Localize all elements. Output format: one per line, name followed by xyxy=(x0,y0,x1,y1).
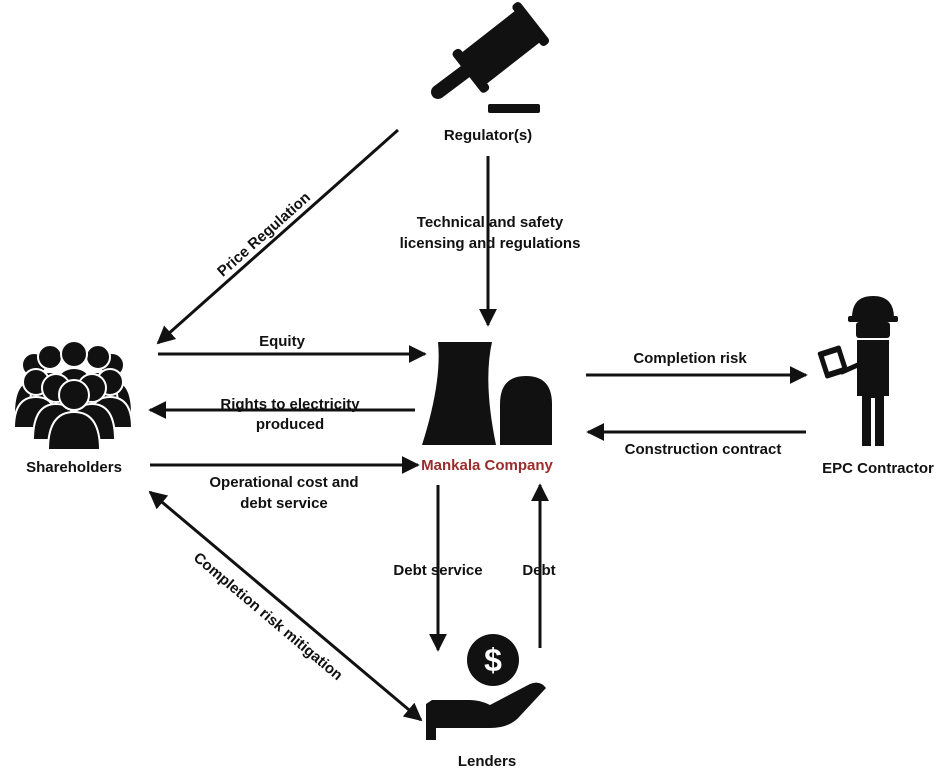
nuclear-plant-icon xyxy=(422,342,552,445)
operational-label-line2: debt service xyxy=(240,495,328,512)
arrow-price-regulation xyxy=(156,128,399,345)
completion-mitigation-label: Completion risk mitigation xyxy=(190,549,346,684)
shareholders-label: Shareholders xyxy=(26,459,122,476)
hand-with-dollar-coin-icon: $ xyxy=(426,634,546,740)
company-label: Mankala Company xyxy=(421,457,553,474)
worker-with-clipboard-icon xyxy=(817,296,898,446)
svg-text:$: $ xyxy=(484,642,502,678)
group-of-people-icon xyxy=(12,340,134,451)
construction-contract-label: Construction contract xyxy=(625,441,782,458)
technical-label-line1: Technical and safety xyxy=(417,214,564,231)
rights-label-line2: produced xyxy=(256,416,324,433)
operational-label-line1: Operational cost and xyxy=(209,474,358,491)
arrow-completion-risk-mitigation xyxy=(148,490,423,722)
completion-risk-label: Completion risk xyxy=(633,350,747,367)
lenders-label: Lenders xyxy=(458,753,516,770)
debt-service-label: Debt service xyxy=(393,562,482,579)
contractor-label: EPC Contractor xyxy=(822,460,934,477)
rights-label-line1: Rights to electricity xyxy=(220,396,360,413)
debt-label: Debt xyxy=(522,562,555,579)
regulator-label: Regulator(s) xyxy=(444,127,532,144)
gavel-icon xyxy=(431,2,550,113)
equity-label: Equity xyxy=(259,333,305,350)
technical-label-line2: licensing and regulations xyxy=(400,235,581,252)
price-regulation-label: Price Regulation xyxy=(214,189,314,280)
